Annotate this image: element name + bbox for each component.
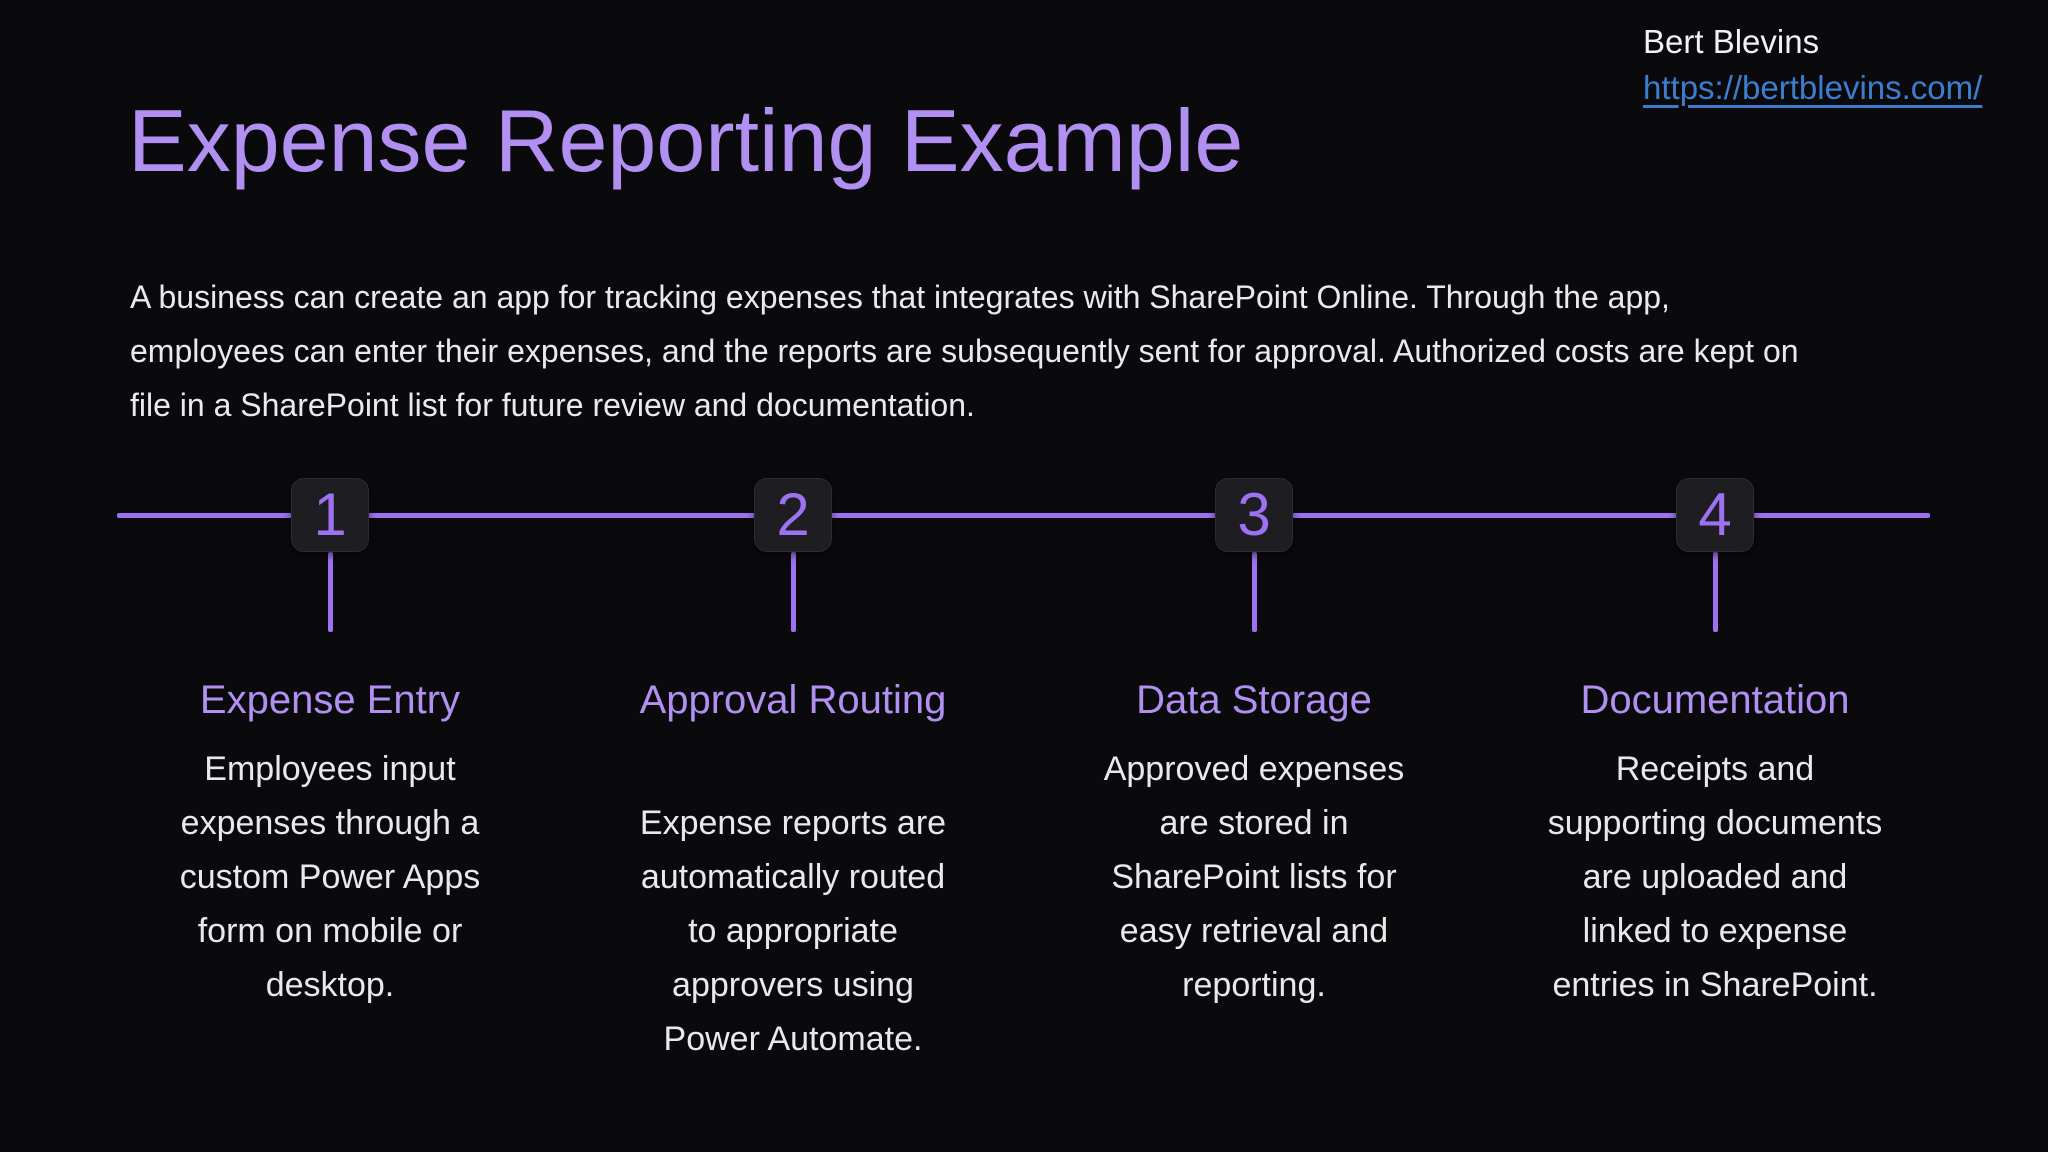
timeline-step-3: 3 Data Storage Approved expenses are sto…: [1024, 478, 1484, 1012]
step-connector-line: [327, 552, 333, 632]
step-title: Expense Entry: [199, 678, 461, 722]
step-number-box: 3: [1215, 478, 1293, 552]
step-connector-line: [790, 552, 796, 632]
step-title: Data Storage: [1136, 678, 1372, 722]
intro-paragraph: A business can create an app for trackin…: [130, 279, 1799, 423]
page-title: Expense Reporting Example: [128, 91, 1244, 190]
step-number: 2: [776, 481, 810, 548]
step-number-box: 1: [291, 478, 369, 552]
timeline-step-2: 2 Approval Routing Expense reports are a…: [563, 478, 1023, 1066]
step-connector-line: [1251, 552, 1257, 632]
step-title: Documentation: [1580, 678, 1850, 722]
step-number: 1: [313, 481, 347, 548]
step-description: Approved expenses are stored in SharePoi…: [1103, 750, 1405, 1004]
step-number: 4: [1698, 481, 1732, 548]
step-number-box: 4: [1676, 478, 1754, 552]
timeline-step-1: 1 Expense Entry Employees input expenses…: [100, 478, 560, 1012]
credit-block: Bert Blevins https://bertblevins.com/: [1643, 19, 1982, 111]
credit-link[interactable]: https://bertblevins.com/: [1643, 69, 1983, 106]
step-title: Approval Routing: [639, 678, 947, 722]
timeline-line: [117, 513, 1930, 518]
step-description: Employees input expenses through a custo…: [179, 750, 481, 1004]
step-description: Expense reports are automatically routed…: [639, 804, 947, 1058]
step-number: 3: [1237, 481, 1271, 548]
timeline-step-4: 4 Documentation Receipts and supporting …: [1485, 478, 1945, 1012]
step-description: Receipts and supporting documents are up…: [1547, 750, 1883, 1004]
step-connector-line: [1712, 552, 1718, 632]
step-number-box: 2: [754, 478, 832, 552]
credit-name: Bert Blevins: [1643, 23, 1820, 60]
